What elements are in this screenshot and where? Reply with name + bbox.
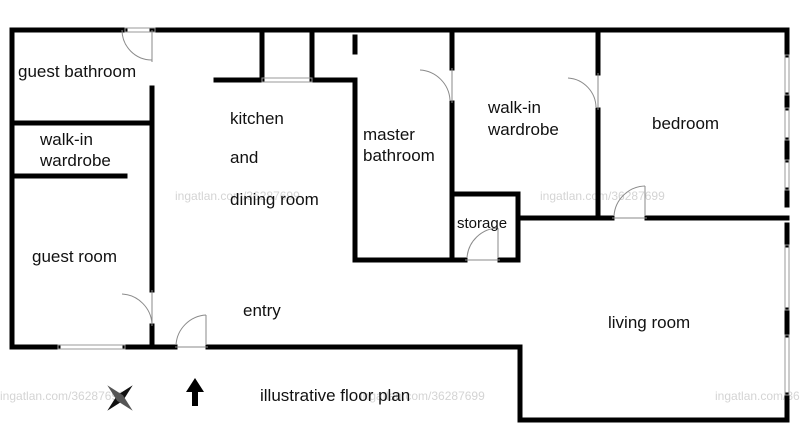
watermark: ingatlan.com/36287699 bbox=[540, 189, 665, 203]
watermark: ingatlan.com/36287699 bbox=[360, 389, 485, 403]
room-label-guest-room: guest room bbox=[32, 247, 117, 266]
room-label-master-bathroom: master bbox=[363, 125, 415, 144]
room-label-bedroom: bedroom bbox=[652, 114, 719, 133]
watermark: ingatlan.com/36287699 bbox=[0, 389, 125, 403]
plan-caption: illustrative floor plan bbox=[260, 386, 410, 405]
room-label-walk-in-wardrobe-left: walk-in bbox=[39, 130, 93, 149]
room-label-walk-in-wardrobe-left: wardrobe bbox=[39, 151, 111, 170]
room-label-guest-bathroom: guest bathroom bbox=[18, 62, 136, 81]
room-label-walk-in-wardrobe-right: walk-in bbox=[487, 98, 541, 117]
room-label-storage: storage bbox=[457, 215, 507, 232]
walls bbox=[9, 27, 790, 423]
room-label-kitchen: and bbox=[230, 148, 258, 167]
watermark: ingatlan.com/36287699 bbox=[175, 189, 300, 203]
watermarks: ingatlan.com/36287699 ingatlan.com/36287… bbox=[0, 189, 800, 403]
room-label-kitchen: dining room bbox=[230, 190, 319, 209]
room-label-entry: entry bbox=[243, 301, 281, 320]
room-label-living-room: living room bbox=[608, 313, 690, 332]
doors bbox=[121, 29, 647, 348]
room-label-walk-in-wardrobe-right: wardrobe bbox=[487, 120, 559, 139]
windows bbox=[57, 27, 790, 396]
compass-rose-icon bbox=[107, 385, 133, 411]
up-arrow-icon bbox=[186, 378, 204, 406]
watermark: ingatlan.com/36287699 bbox=[715, 389, 800, 403]
room-label-kitchen: kitchen bbox=[230, 109, 284, 128]
room-labels: guest bathroom walk-in wardrobe guest ro… bbox=[18, 62, 719, 332]
room-label-master-bathroom: bathroom bbox=[363, 146, 435, 165]
